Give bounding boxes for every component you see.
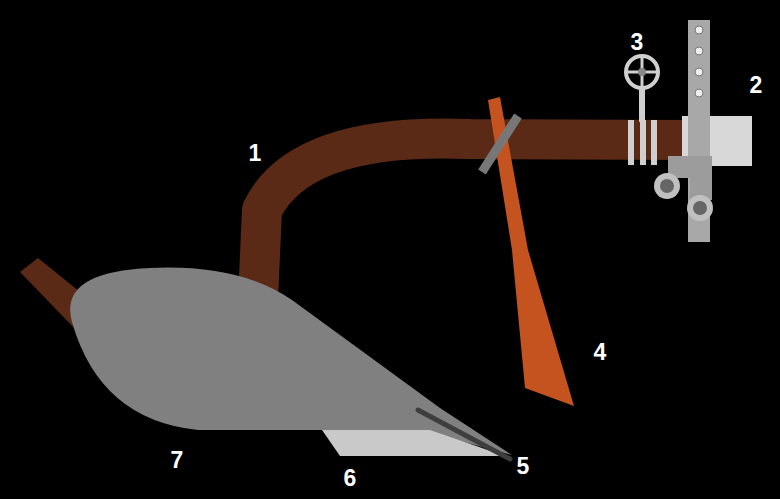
coulter-clamp bbox=[482, 116, 518, 172]
share-point bbox=[418, 410, 510, 459]
callout-number: 3 bbox=[631, 31, 644, 54]
callout-number: 6 bbox=[344, 467, 357, 490]
hitch-wheels bbox=[654, 173, 713, 221]
callout-number: 2 bbox=[750, 74, 763, 97]
callout-number: 7 bbox=[171, 449, 184, 472]
hitch-holes bbox=[695, 26, 703, 97]
callout-number: 4 bbox=[594, 341, 607, 364]
adjusting-wheel bbox=[626, 56, 658, 165]
callout-number: 5 bbox=[517, 455, 530, 478]
callout-number: 1 bbox=[249, 142, 262, 165]
